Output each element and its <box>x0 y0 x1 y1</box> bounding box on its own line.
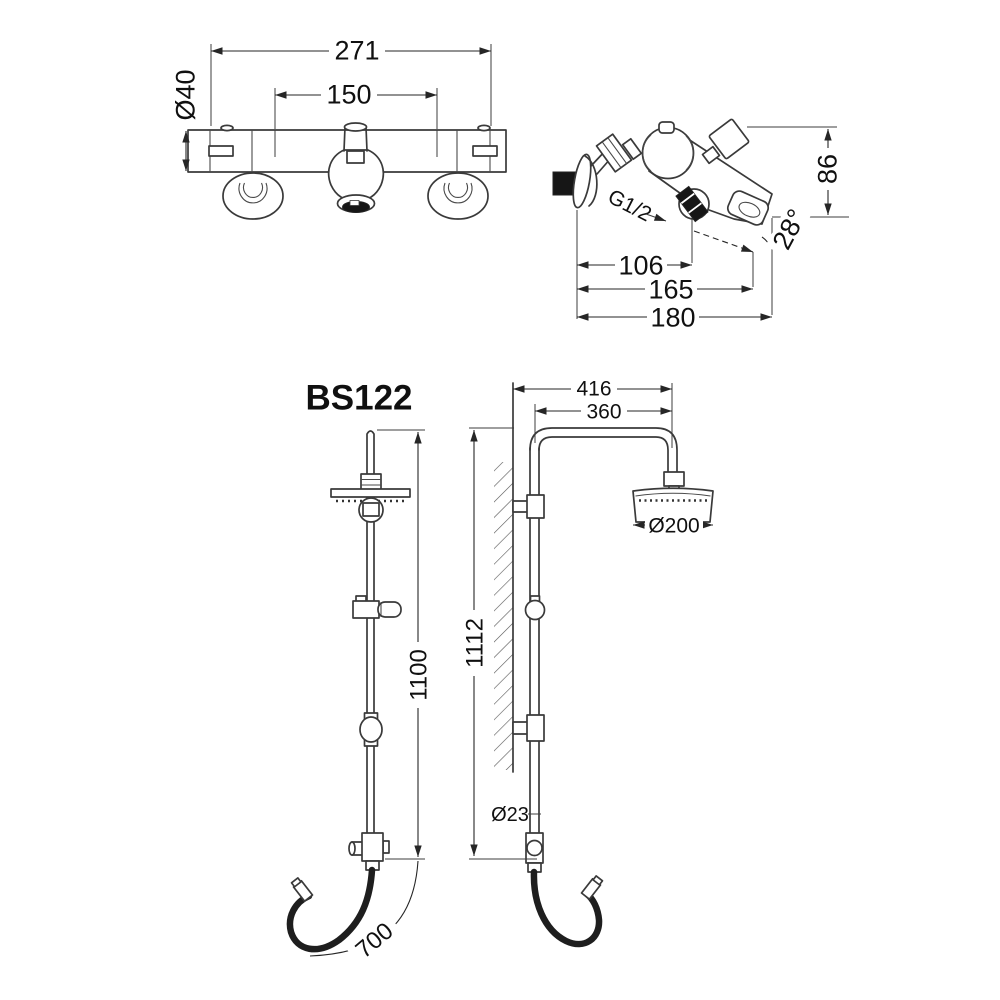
mixer-side-view: 86 G1/2 28° 106 165 180 <box>552 118 849 332</box>
wall-escutcheon-right <box>427 172 489 220</box>
rain-head-side <box>632 487 714 523</box>
dim-1112-extensions <box>469 427 537 860</box>
wall-bracket-upper <box>512 494 545 519</box>
dim-overall-height: 1112 <box>461 618 488 668</box>
wall-bracket-lower <box>512 714 545 742</box>
cap-tab-left <box>208 145 234 157</box>
dim-height-group: 86 <box>812 148 842 190</box>
spout-angle-ray <box>693 230 754 253</box>
dim-wall-to-outlet: 106 <box>618 250 663 280</box>
dim-head-diameter: Ø200 <box>648 514 699 537</box>
thread-leader <box>645 213 667 222</box>
spout-tip <box>726 190 770 226</box>
dim-271-extensions <box>210 44 492 126</box>
connection-nut <box>595 133 633 173</box>
dim-overall-height-group: 1112 <box>461 610 488 676</box>
wall-pipe-block <box>552 171 576 196</box>
screw-right <box>477 124 491 132</box>
head-connector-nut <box>663 471 685 487</box>
head-collar <box>360 473 382 491</box>
hose-fitting-side <box>580 875 604 901</box>
shower-column-side-view: 416 360 Ø200 1112 Ø23 <box>461 377 714 948</box>
shower-hose-front <box>286 866 376 953</box>
dim-overall-width: 271 <box>334 35 379 65</box>
wall-escutcheon-left <box>222 172 284 220</box>
diverter-handle <box>708 118 750 160</box>
dim-riser-height-group: 1100 <box>405 642 432 708</box>
pipe-union <box>359 712 383 747</box>
dim-connection-spacing: 150 <box>326 79 371 109</box>
shower-hose-side <box>530 868 603 948</box>
center-spout <box>327 122 385 213</box>
overhead-arm <box>529 427 678 473</box>
mixer-front-view: 271 150 Ø40 <box>170 35 507 220</box>
dim-riser-height: 1100 <box>405 649 432 701</box>
handshower-outlet <box>675 185 709 223</box>
model-label: BS122 <box>305 378 412 417</box>
wall-hatching <box>494 462 513 770</box>
dim-body-diameter-group: Ø40 <box>170 69 200 120</box>
dim-height: 86 <box>812 154 842 184</box>
dim-wall-to-spout-tip: 180 <box>650 302 695 332</box>
shower-column-front-view: 1100 700 <box>286 429 432 967</box>
dim-pipe-diameter: Ø23 <box>491 804 529 826</box>
dim-overall-reach: 416 <box>576 377 611 400</box>
diverter-side <box>525 832 544 873</box>
cap-tab-right <box>472 145 498 157</box>
valve-cap <box>658 121 675 134</box>
slider-bracket <box>352 595 402 619</box>
flange-cone <box>584 155 598 207</box>
dim-arm-projection: 360 <box>586 400 621 423</box>
hose-fitting-front <box>290 877 314 903</box>
wall-flange <box>572 153 592 209</box>
thread-label-group: G1/2 <box>595 179 665 231</box>
dim-body-diameter: Ø40 <box>170 69 200 120</box>
spacing-extension-inside <box>274 130 438 157</box>
shower-head-edge <box>330 488 411 498</box>
dim-wall-to-spout-mid: 165 <box>648 274 693 304</box>
dim-1100-extensions <box>377 429 425 860</box>
screw-left <box>220 124 234 132</box>
diverter-front <box>348 832 390 871</box>
slider-knob-side <box>524 599 546 621</box>
